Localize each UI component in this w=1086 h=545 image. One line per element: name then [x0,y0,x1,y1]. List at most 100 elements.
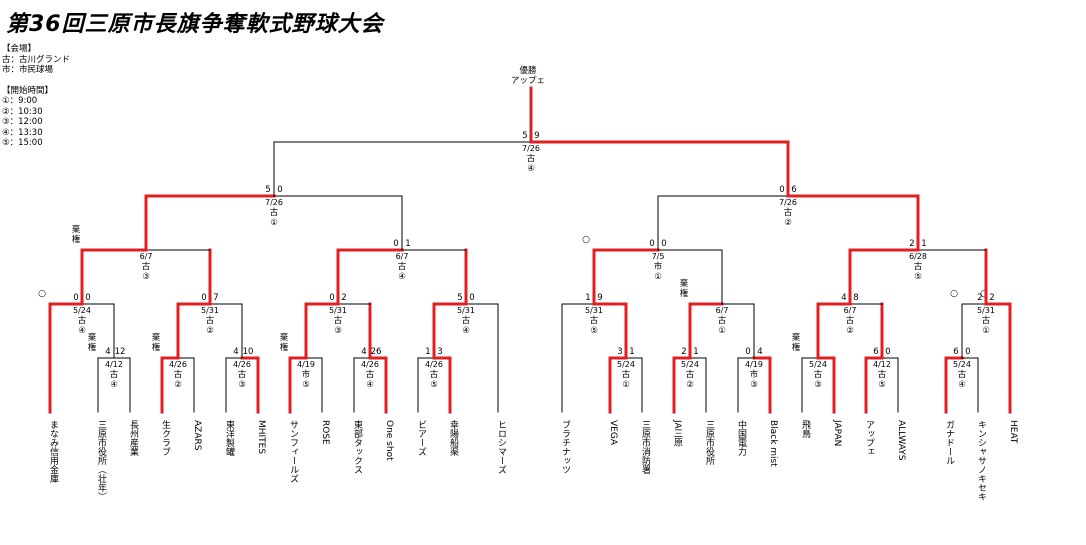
score-right: 1 [405,239,410,249]
match-slot: ④ [366,380,374,390]
score-left: 0 [393,239,398,249]
forfeit-note: 棄 [72,224,81,235]
score-right: 4 [757,347,762,357]
forfeit-note: 権 [792,342,801,353]
forfeit-note: 権 [152,342,161,353]
score-left: 4 [361,347,366,357]
match-slot: ① [982,326,990,336]
match-venue: 市 [302,369,311,380]
match-slot: ④ [398,272,406,282]
champion: 優勝 アップェ [503,66,553,86]
team-name: ブラチナッツ [560,419,571,474]
time-item: ①：9:00 [2,96,38,106]
match-slot: ① [270,218,278,228]
forfeit-note: 権 [72,234,81,245]
score-left: 2 [977,293,982,303]
score-right: 12 [115,347,126,357]
match-slot: ④ [110,380,118,390]
team-name: 三原市役所（壮年） [96,420,107,501]
venue-heading: 【会場】 [2,44,37,54]
team-name: 中国電力 [736,419,747,457]
time-item: ②：10:30 [2,106,43,117]
team-name: まなみ信用金庫 [48,420,59,484]
score-right: 0 [885,347,890,357]
team-name: MHITES [256,420,266,454]
match-slot: ② [174,380,182,390]
match-slot: ② [686,380,694,390]
score-left: 3 [617,347,622,357]
score-left: 5 [457,293,462,303]
match-venue: 古 [238,369,247,380]
match-date: 5/24 [617,360,635,369]
match-venue: 古 [78,315,87,326]
score-right: 8 [853,293,858,303]
legend: 【会場】 古：古川グランド 市：市民球場 【開始時間】 ①：9:00 ②：10:… [2,44,70,149]
match-date: 4/26 [169,360,187,369]
match-date: 4/26 [361,360,379,369]
forfeit-note: 棄 [152,332,161,343]
team-name: 東洋製罐 [224,419,235,457]
match-date: 5/31 [457,306,475,315]
match-slot: ④ [958,380,966,390]
score-right: 0 [277,185,282,195]
team-name: アップェ [864,420,874,456]
match-slot: ⑤ [302,380,310,390]
score-right: 1 [921,239,926,249]
score-right: 9 [597,293,602,303]
match-date: 5/24 [681,360,699,369]
match-venue: 古 [366,369,375,380]
match-slot: ③ [334,326,342,336]
match-venue: 古 [174,369,183,380]
team-name: 生クラブ [160,419,171,456]
match-venue: 古 [878,369,887,380]
team-name: 飛鳥 [800,420,811,439]
score-right: 7 [213,293,218,303]
match-slot: ② [206,326,214,336]
team-name: HEAT [1008,420,1018,444]
score-right: 0 [965,347,970,357]
match-venue: 古 [982,315,991,326]
team-name: 東部タックス [352,419,363,474]
page-title: 第36回三原市長旗争奪軟式野球大会 [6,12,384,37]
team-name: キンシャサノキセキ [976,420,987,501]
match-venue: 古 [462,315,471,326]
score-left: 6 [953,347,958,357]
score-right: 0 [85,293,90,303]
match-date: 4/26 [233,360,251,369]
match-date: 5/31 [329,306,347,315]
forfeit-note: 権 [280,342,289,353]
team-name: JA三原 [672,419,683,447]
team-name: 三原市消防署 [640,420,651,474]
match-date: 4/19 [745,360,763,369]
team-name: ガナドール [944,420,955,465]
match-venue: 古 [622,369,631,380]
team-name: 幸陽船渠 [448,420,459,457]
match-slot: ① [654,272,662,282]
match-venue: 古 [430,369,439,380]
forfeit-note: 棄 [680,278,689,289]
match-slot: ⑤ [878,380,886,390]
score-left: 0 [201,293,206,303]
score-right: 9 [534,131,539,141]
match-slot: ① [718,326,726,336]
match-slot: ② [784,218,792,228]
match-date: 6/7 [844,306,857,315]
team-name: AZARS [192,420,202,451]
team-name: ALLWAYS [896,420,906,461]
match-date: 7/26 [265,198,283,207]
forfeit-note: 権 [88,342,97,353]
forfeit-note: 棄 [88,332,97,343]
match-date: 6/7 [396,252,409,261]
match-date: 5/31 [201,306,219,315]
circle-note: ○ [980,289,988,299]
time-item: ⑤：15:00 [2,138,43,148]
match-date: 7/26 [522,144,540,153]
match-venue: 古 [958,369,967,380]
circle-note: ○ [582,235,590,245]
match-date: 5/24 [953,360,971,369]
match-slot: ④ [527,164,535,174]
venue-item: 古：古川グランド [2,54,71,65]
team-name: ヒロシマーズ [496,420,507,474]
score-left: 6 [873,347,878,357]
score-right: 10 [243,347,254,357]
